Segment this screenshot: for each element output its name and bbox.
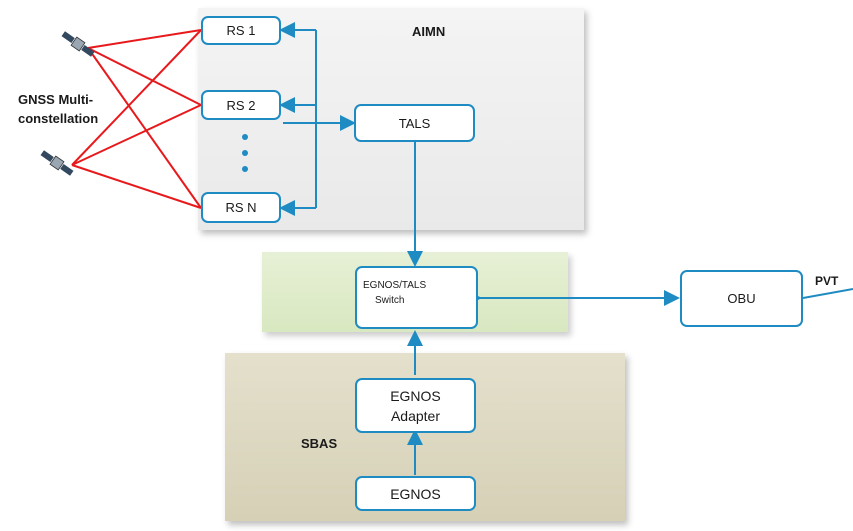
gnss-signal-lines xyxy=(71,29,202,209)
adapter-line1: EGNOS xyxy=(390,387,441,404)
gnss-label-line1: GNSS Multi- xyxy=(18,92,94,107)
egnos-adapter-box: EGNOS Adapter xyxy=(355,378,476,433)
pvt-label: PVT xyxy=(815,274,839,288)
obu-box: OBU xyxy=(680,270,803,327)
rs-1-label: RS 1 xyxy=(226,23,256,38)
rs-n-label: RS N xyxy=(225,200,257,215)
tals-box: TALS xyxy=(354,104,475,142)
gnss-label-line2: constellation xyxy=(18,111,99,126)
station-ellipsis xyxy=(242,134,248,172)
rs-n-box: RS N xyxy=(201,192,281,223)
rs-tals-links xyxy=(279,22,356,216)
satellite-icon xyxy=(61,31,95,57)
adapter-line2: Adapter xyxy=(390,407,441,424)
rs-2-label: RS 2 xyxy=(226,97,256,113)
gnss-label: GNSS Multi- constellation xyxy=(18,90,98,128)
satellite-icon xyxy=(40,150,74,176)
sbas-title: SBAS xyxy=(301,436,338,451)
egnos-box: EGNOS xyxy=(355,476,476,511)
switch-line1: EGNOS/TALS xyxy=(363,280,427,291)
egnos-label: EGNOS xyxy=(390,485,441,502)
switch-line2: Switch xyxy=(375,295,405,306)
obu-pvt-link xyxy=(802,288,853,299)
tals-label: TALS xyxy=(398,115,431,131)
switch-text: EGNOS/TALS Switch xyxy=(363,278,426,308)
rs-1-box: RS 1 xyxy=(201,16,281,45)
egnos-tals-switch-box: EGNOS/TALS Switch xyxy=(355,266,478,329)
obu-label: OBU xyxy=(727,291,756,306)
rs-2-box: RS 2 xyxy=(201,90,281,120)
aimn-title: AIMN xyxy=(412,24,446,39)
